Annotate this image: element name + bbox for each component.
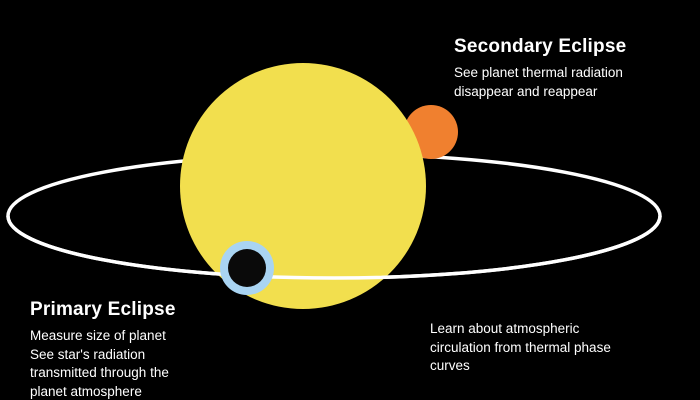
secondary-eclipse-desc-line: See planet thermal radiation: [454, 65, 623, 80]
secondary-eclipse-desc-line: disappear and reappear: [454, 83, 598, 99]
phase-curve-label: Learn about atmospheric circulation from…: [430, 320, 670, 376]
primary-eclipse-desc-line: transmitted through the: [30, 365, 169, 380]
primary-eclipse-label: Primary Eclipse Measure size of planet S…: [30, 299, 250, 400]
host-star: [180, 63, 426, 309]
phase-curve-desc-line: Learn about atmospheric: [430, 321, 580, 336]
secondary-eclipse-label: Secondary Eclipse See planet thermal rad…: [454, 36, 684, 101]
secondary-eclipse-title: Secondary Eclipse: [454, 36, 627, 57]
primary-eclipse-title: Primary Eclipse: [30, 299, 176, 320]
primary-eclipse-desc-line: planet atmosphere: [30, 383, 142, 399]
phase-curve-desc-line: curves: [430, 358, 470, 373]
primary-eclipse-desc-line: Measure size of planet: [30, 328, 166, 343]
transit-planet-primary-eclipse: [228, 249, 266, 287]
orbit-ellipse-front: [6, 215, 662, 280]
phase-curve-desc-line: circulation from thermal phase: [430, 339, 611, 355]
primary-eclipse-desc-line: See star's radiation: [30, 346, 146, 362]
